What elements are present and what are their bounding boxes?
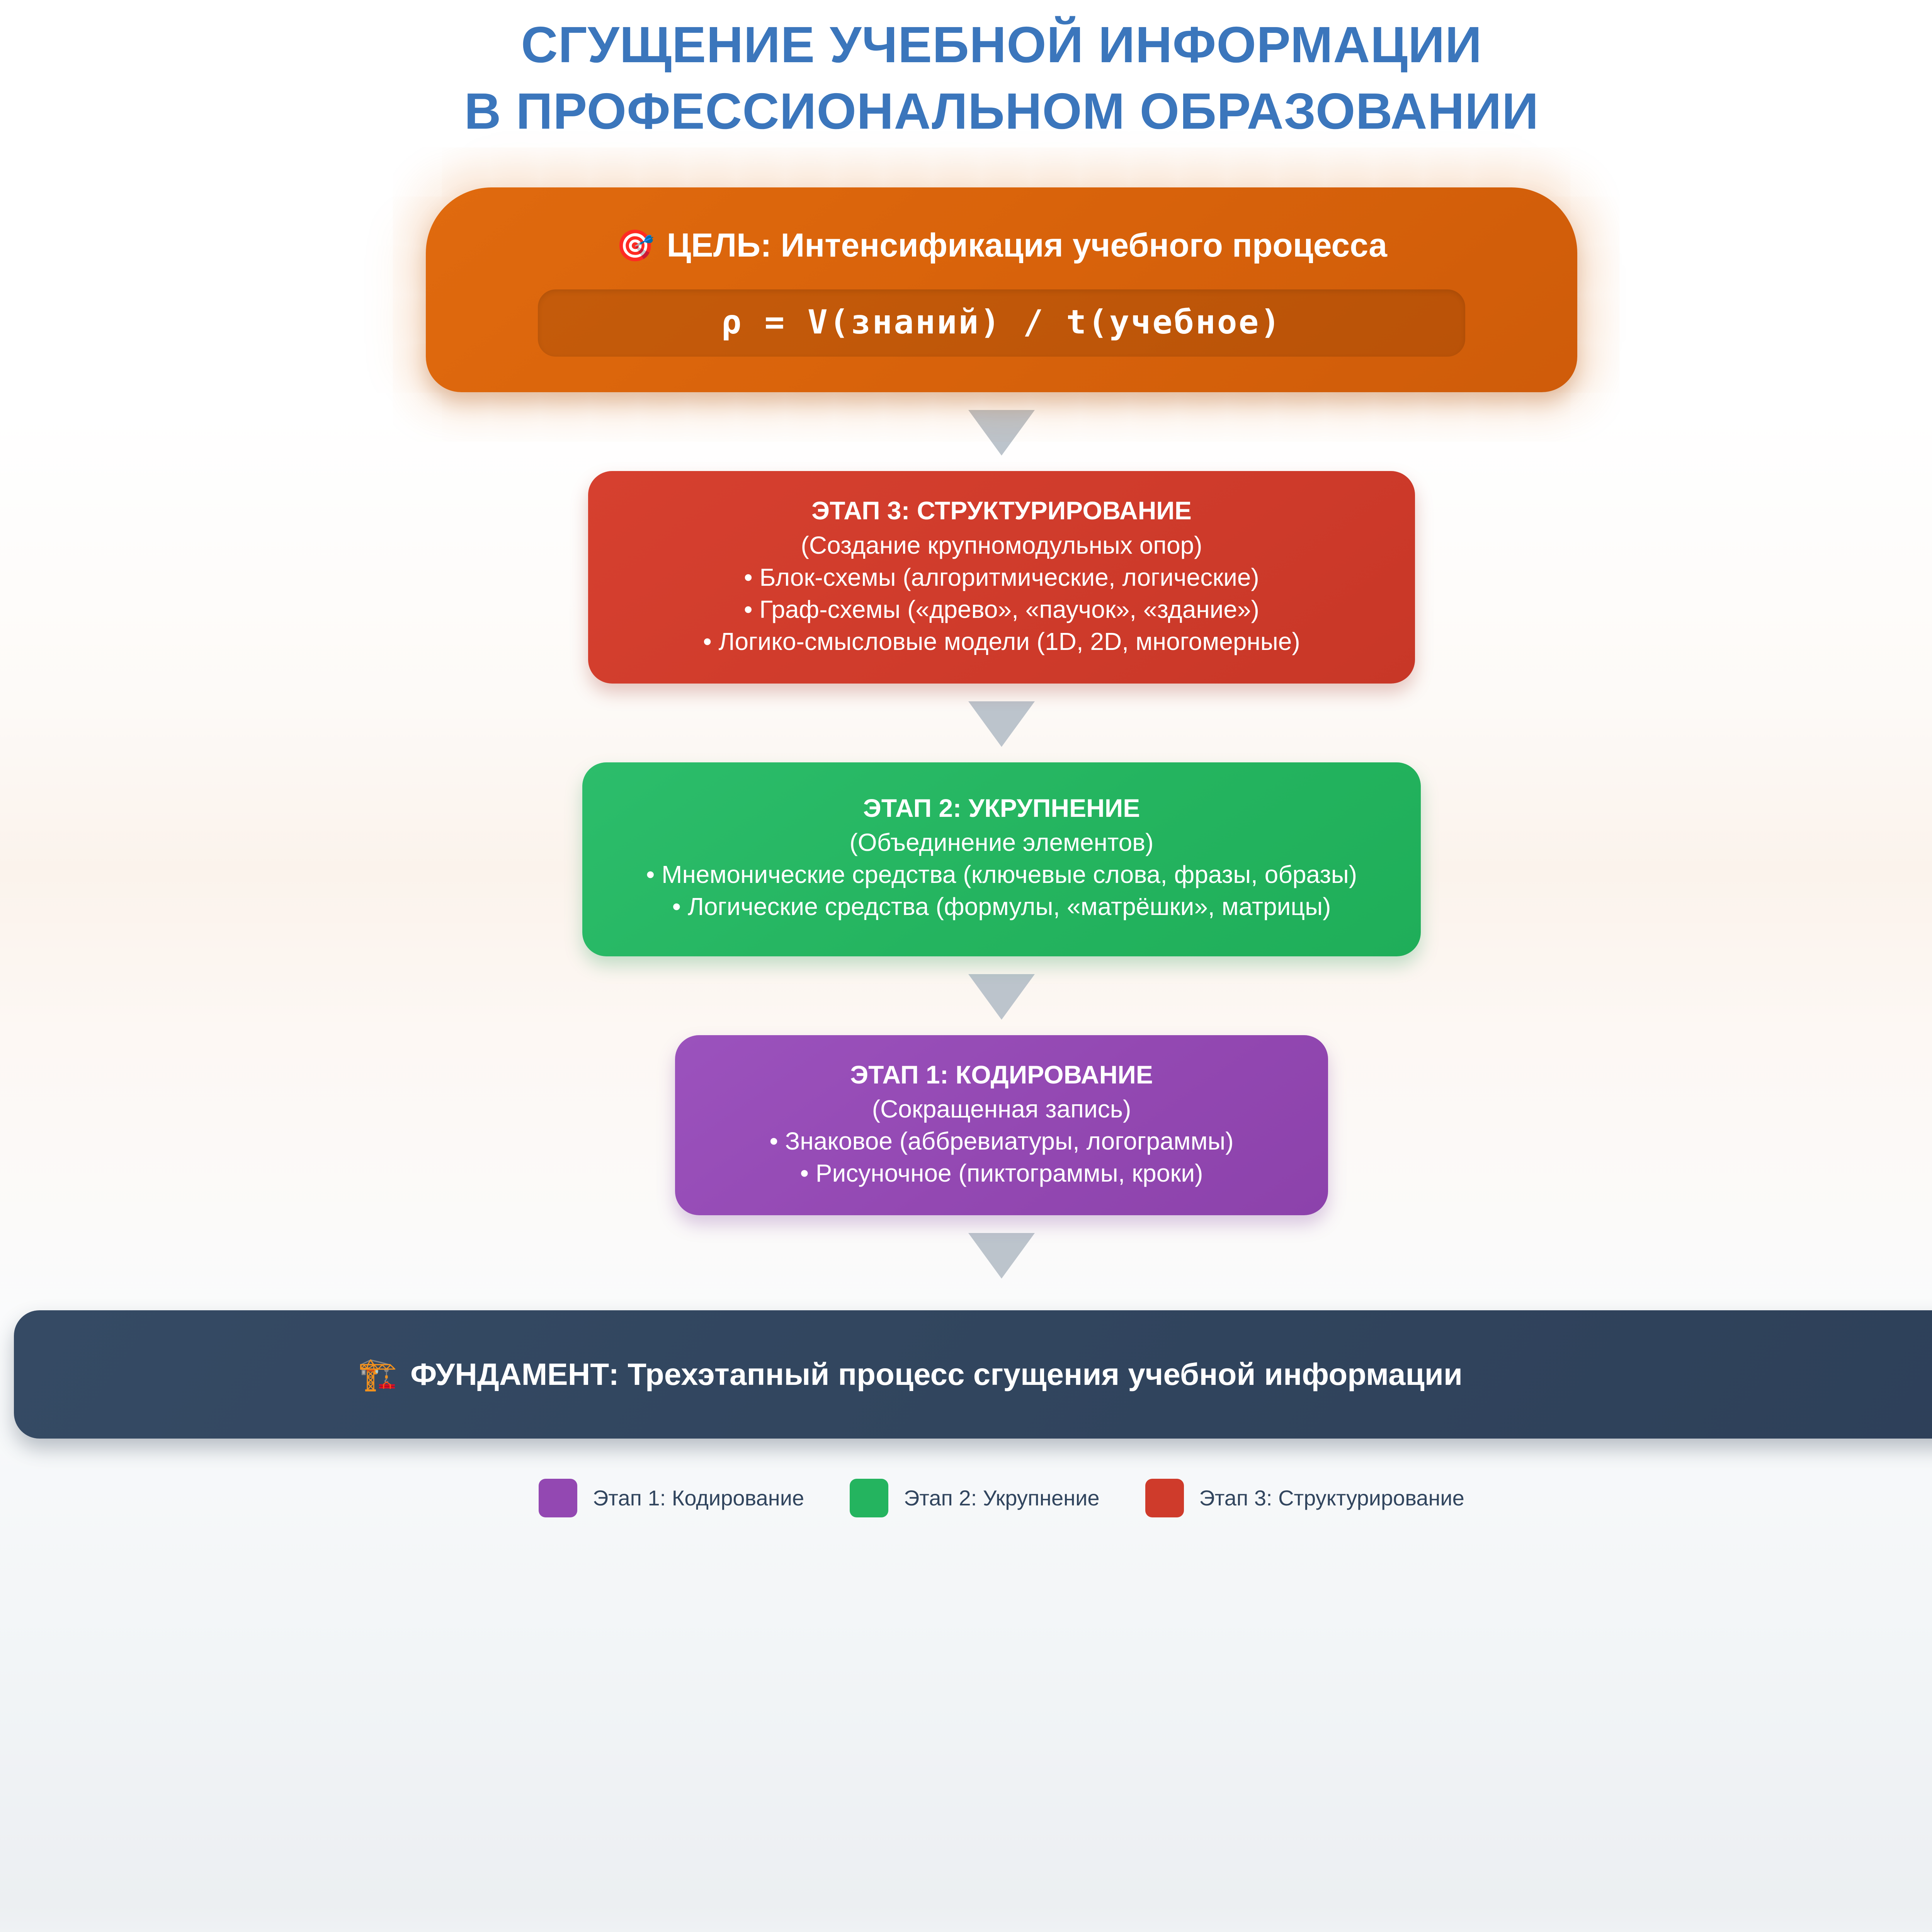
- formula-box: ρ = V(знаний) / t(учебное): [538, 289, 1465, 357]
- stage-3-item-2: • Граф-схемы («древо», «паучок», «здание…: [744, 595, 1259, 624]
- foundation-text: ФУНДАМЕНТ: Трехэтапный процесс сгущения …: [410, 1357, 1463, 1391]
- stage-3-item-1: • Блок-схемы (алгоритмические, логически…: [744, 563, 1259, 591]
- target-icon: 🎯: [616, 228, 655, 263]
- stage-card-3: ЭТАП 3: СТРУКТУРИРОВАНИЕ (Создание крупн…: [588, 471, 1415, 684]
- stage-2-item-2: • Логические средства (формулы, «матрёшк…: [672, 893, 1331, 921]
- page-title-line-2: В ПРОФЕССИОНАЛЬНОМ ОБРАЗОВАНИИ: [464, 82, 1539, 139]
- goal-card: 🎯 ЦЕЛЬ: Интенсификация учебного процесса…: [426, 187, 1577, 393]
- foundation-bar: 🏗️ ФУНДАМЕНТ: Трехэтапный процесс сгущен…: [14, 1310, 1932, 1439]
- stage-1-title: ЭТАП 1: КОДИРОВАНИЕ: [850, 1060, 1153, 1089]
- stage-2-item-1: • Мнемонические средства (ключевые слова…: [646, 861, 1357, 889]
- legend-label-stage-3: Этап 3: Структурирование: [1199, 1485, 1464, 1510]
- stage-3-item-3: • Логико-смысловые модели (1D, 2D, много…: [703, 628, 1300, 656]
- stage-3-subtitle: (Создание крупномодульных опор): [801, 531, 1202, 559]
- page-title-line-1: СГУЩЕНИЕ УЧЕБНОЙ ИНФОРМАЦИИ: [521, 16, 1482, 73]
- flow-arrow-4-icon: [968, 1233, 1035, 1279]
- legend-item-stage-3: Этап 3: Структурирование: [1145, 1478, 1464, 1517]
- flow-arrow-2-icon: [968, 701, 1035, 747]
- goal-headline-text: ЦЕЛЬ: Интенсификация учебного процесса: [667, 227, 1387, 264]
- legend: Этап 1: Кодирование Этап 2: Укрупнение Э…: [0, 1478, 1932, 1517]
- stage-3-title: ЭТАП 3: СТРУКТУРИРОВАНИЕ: [811, 496, 1192, 525]
- stage-1-item-2: • Рисуночное (пиктограммы, кроки): [800, 1159, 1203, 1187]
- stage-card-2: ЭТАП 2: УКРУПНЕНИЕ (Объединение элементо…: [582, 762, 1421, 956]
- stage-2-title: ЭТАП 2: УКРУПНЕНИЕ: [863, 793, 1140, 822]
- legend-swatch-stage-2: [850, 1478, 889, 1517]
- foundation-content: 🏗️ ФУНДАМЕНТ: Трехэтапный процесс сгущен…: [358, 1356, 1463, 1393]
- stage-1-item-1: • Знаковое (аббревиатуры, логограммы): [769, 1127, 1234, 1155]
- goal-headline: 🎯 ЦЕЛЬ: Интенсификация учебного процесса: [472, 226, 1531, 265]
- construction-icon: 🏗️: [358, 1356, 398, 1392]
- stage-2-subtitle: (Объединение элементов): [849, 828, 1154, 857]
- stage-card-1: ЭТАП 1: КОДИРОВАНИЕ (Сокращенная запись)…: [675, 1035, 1328, 1215]
- flow-arrow-3-icon: [968, 974, 1035, 1020]
- stage-1-subtitle: (Сокращенная запись): [872, 1095, 1131, 1123]
- legend-swatch-stage-3: [1145, 1478, 1184, 1517]
- legend-item-stage-1: Этап 1: Кодирование: [539, 1478, 804, 1517]
- flow-arrow-1-icon: [968, 410, 1035, 456]
- process-flow: 🎯 ЦЕЛЬ: Интенсификация учебного процесса…: [0, 187, 1932, 1517]
- page-title: СГУЩЕНИЕ УЧЕБНОЙ ИНФОРМАЦИИ В ПРОФЕССИОН…: [0, 0, 1932, 144]
- legend-item-stage-2: Этап 2: Укрупнение: [850, 1478, 1100, 1517]
- formula-text: ρ = V(знаний) / t(учебное): [721, 303, 1282, 342]
- legend-label-stage-2: Этап 2: Укрупнение: [904, 1485, 1100, 1510]
- legend-label-stage-1: Этап 1: Кодирование: [593, 1485, 804, 1510]
- legend-swatch-stage-1: [539, 1478, 578, 1517]
